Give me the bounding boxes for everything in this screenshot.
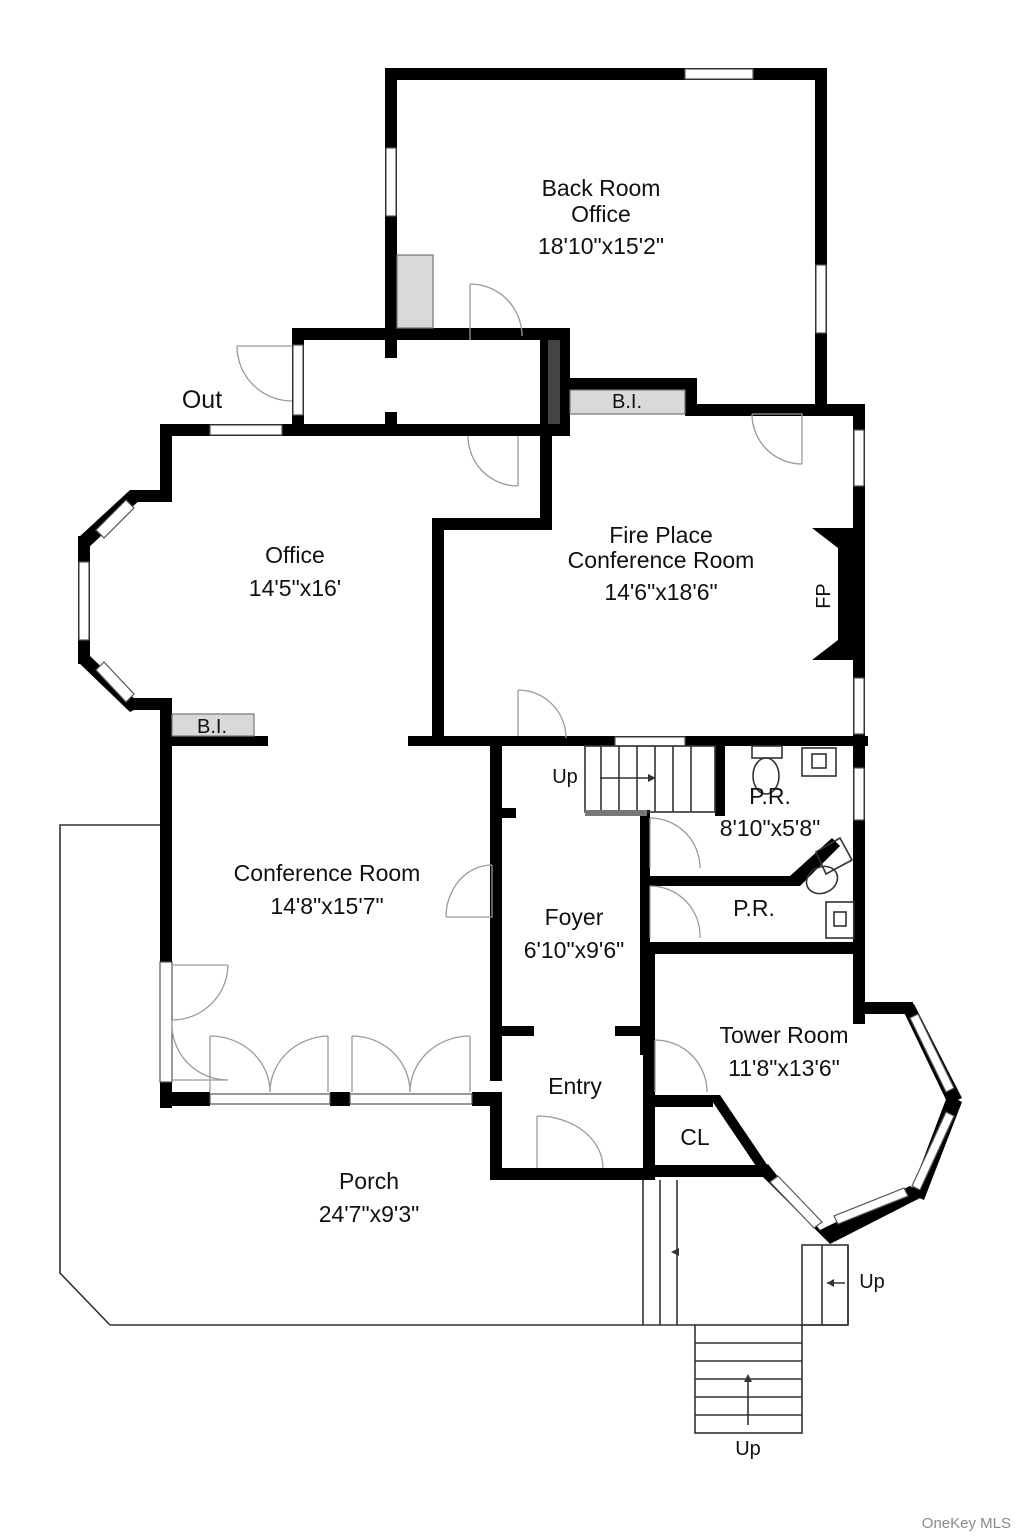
office-name: Office <box>265 542 325 568</box>
porch-name: Porch <box>339 1168 399 1194</box>
builtin-top <box>569 389 686 415</box>
fp-label: FP <box>813 583 835 609</box>
bi-left-label: B.I. <box>197 716 227 738</box>
foyer-dim: 6'10"x9'6" <box>524 937 625 963</box>
out-label: Out <box>182 386 222 414</box>
chimney-block <box>396 254 434 329</box>
side-steps-up-label: Up <box>859 1271 885 1293</box>
sink-bottom-inner <box>833 911 847 927</box>
tower-name: Tower Room <box>719 1022 848 1048</box>
conference-dim: 14'8"x15'7" <box>270 893 383 919</box>
pr-top-name: P.R. <box>749 783 791 809</box>
back-room-name-2: Office <box>571 201 631 227</box>
toilet-bottom <box>805 836 854 895</box>
sink-top <box>801 747 837 777</box>
windows <box>78 68 955 1229</box>
interior-stairs <box>584 745 716 816</box>
fireplace-room-name-2: Conference Room <box>568 547 755 573</box>
stairs-up-label: Up <box>552 766 578 788</box>
porch-dim: 24'7"x9'3" <box>319 1201 420 1227</box>
watermark: OneKey MLS <box>921 1515 1011 1532</box>
front-steps <box>694 1324 803 1434</box>
side-steps <box>801 1244 849 1326</box>
office-dim: 14'5"x16' <box>249 575 341 601</box>
porch-arrow <box>671 1248 679 1256</box>
tower-dim: 11'8"x13'6" <box>728 1055 840 1081</box>
sink-top-inner <box>811 753 827 769</box>
pr-bottom-name: P.R. <box>733 895 775 921</box>
sink-bottom <box>825 901 855 939</box>
back-room-dim: 18'10"x15'2" <box>538 233 664 259</box>
toilet-top <box>751 745 783 795</box>
doors <box>171 283 803 1169</box>
dark-column <box>548 340 560 424</box>
conference-name: Conference Room <box>234 860 421 886</box>
entry-name: Entry <box>548 1073 602 1099</box>
closet-name: CL <box>680 1124 710 1150</box>
bi-top-label: B.I. <box>612 391 642 413</box>
foyer-name: Foyer <box>545 904 604 930</box>
back-room-name-1: Back Room <box>542 175 661 201</box>
pr-top-dim: 8'10"x5'8" <box>720 815 821 841</box>
builtin-left <box>171 713 255 737</box>
front-steps-up-label: Up <box>735 1438 761 1460</box>
fireplace-room-name-1: Fire Place <box>609 522 713 548</box>
fireplace-room-dim: 14'6"x18'6" <box>604 579 717 605</box>
